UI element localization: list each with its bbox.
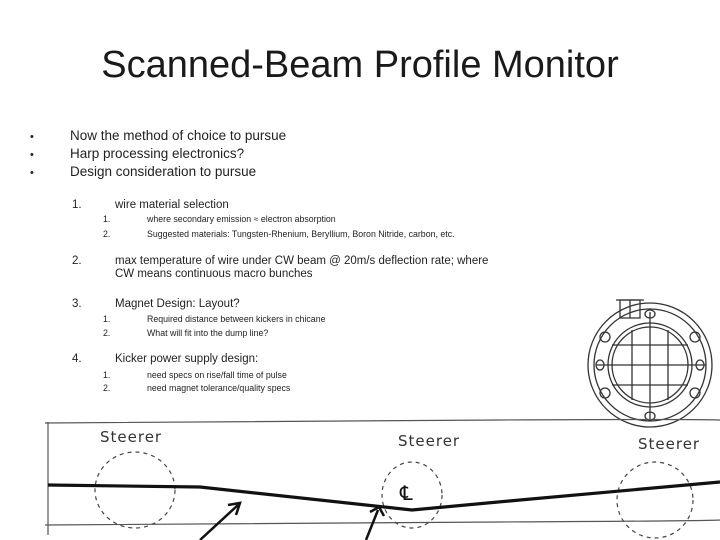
steerer-circle (94, 451, 176, 529)
item-number: 3. (72, 298, 82, 310)
item-number: 1. (72, 199, 82, 211)
steerer-circle (616, 461, 694, 539)
item-text: max temperature of wire under CW beam @ … (115, 255, 489, 267)
item-text: wire material selection (115, 199, 229, 211)
bullet-dot: • (30, 149, 34, 161)
sub-item-number: 2. (103, 328, 111, 338)
item-number: 2. (72, 255, 82, 267)
bullet-dot: • (30, 131, 34, 143)
sub-item-number: 1. (103, 314, 111, 324)
item-text: Kicker power supply design: (115, 353, 259, 365)
sub-item-number: 2. (103, 383, 111, 393)
sub-item-text: What will fit into the dump line? (147, 328, 269, 338)
sub-item-number: 2. (103, 229, 111, 239)
slide-title: Scanned-Beam Profile Monitor (101, 44, 619, 86)
steerer-label: Steerer (100, 428, 162, 446)
steerer-label: Steerer (398, 432, 460, 450)
centerline-symbol: ℄ (399, 481, 413, 505)
bullet-dot: • (30, 167, 34, 179)
bullet-item: • Design consideration to pursue (30, 163, 286, 181)
bullet-text: Design consideration to pursue (70, 164, 257, 179)
bullet-text: Now the method of choice to pursue (70, 128, 287, 143)
bullet-list: • Now the method of choice to pursue • Har… (30, 127, 286, 181)
bullet-text: Harp processing electronics? (70, 146, 245, 161)
bullet-item: • Harp processing electronics? (30, 145, 286, 163)
bullet-item: • Now the method of choice to pursue (30, 127, 286, 145)
steerer-circle (381, 461, 443, 529)
sub-item-text: need magnet tolerance/quality specs (147, 383, 291, 393)
sub-item-text: need specs on rise/fall time of pulse (147, 370, 287, 380)
item-text: Magnet Design: Layout? (115, 298, 240, 310)
arrow-line (364, 509, 380, 540)
sub-item-text: where secondary emission ≈ electron abso… (147, 214, 336, 224)
sub-item-number: 1. (103, 370, 111, 380)
arrowhead (369, 505, 386, 517)
arrowhead (227, 501, 242, 516)
steerer-label: Steerer (638, 435, 700, 453)
beam-path (47, 480, 720, 512)
arrow-line (199, 504, 239, 540)
sub-item-text: Suggested materials: Tungsten-Rhenium, B… (147, 229, 455, 239)
item-number: 4. (72, 353, 82, 365)
sub-item-text: Required distance between kickers in chi… (147, 314, 326, 324)
sub-item-number: 1. (103, 214, 111, 224)
item-text-line2: CW means continuous macro bunches (115, 268, 313, 280)
